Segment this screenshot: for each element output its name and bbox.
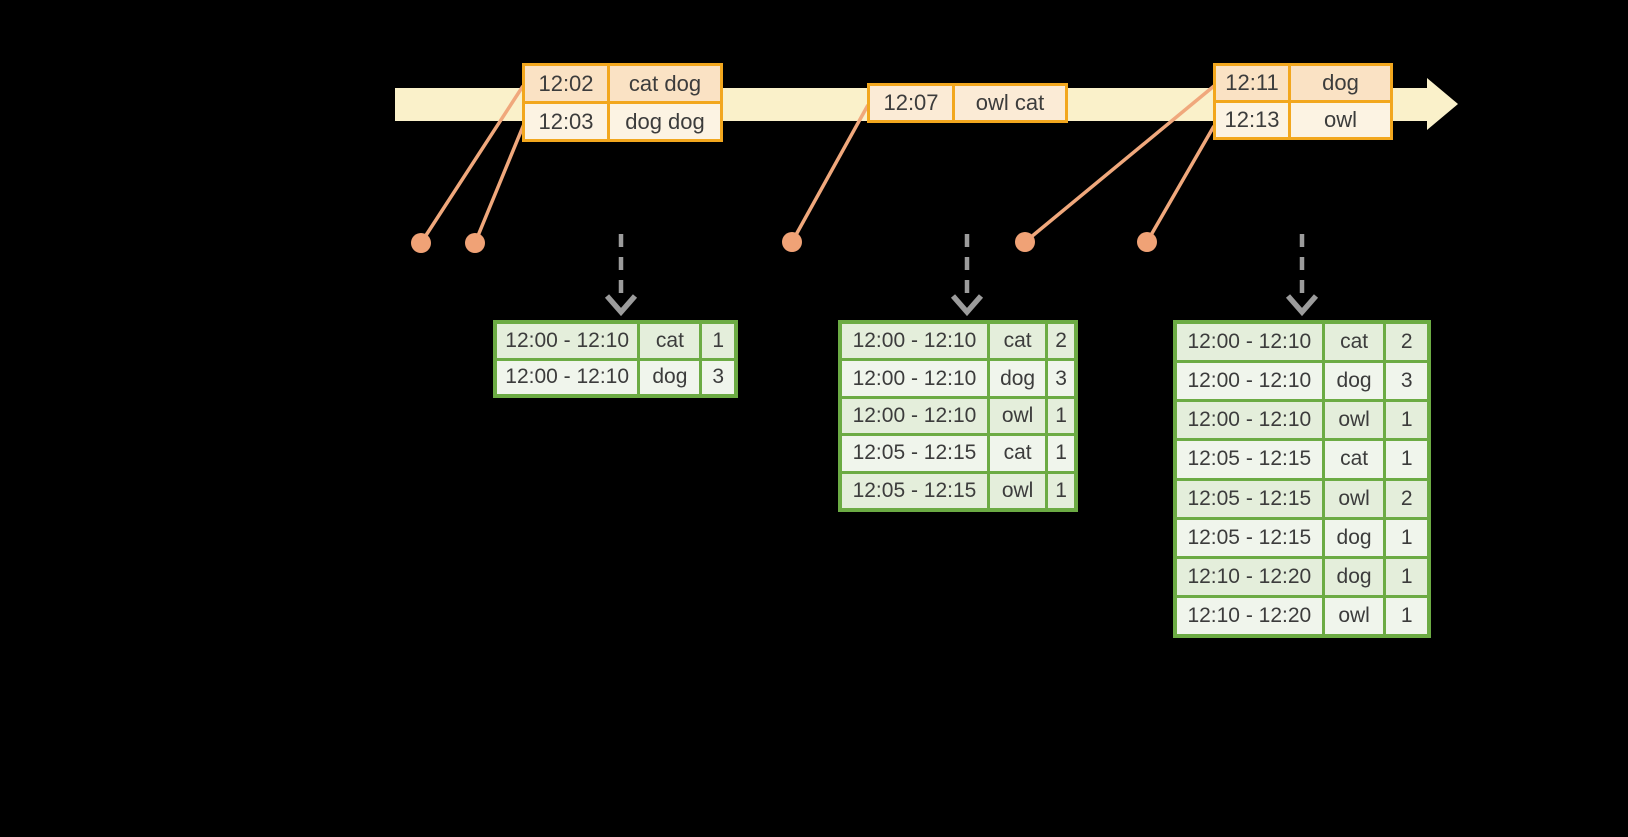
result-count-cell: 1 [1048, 473, 1074, 508]
event-table-3: 12:11 dog 12:13 owl [1213, 63, 1393, 140]
result-count-cell: 2 [1386, 324, 1427, 361]
result-word-cell: owl [989, 473, 1046, 508]
result-word-cell: dog [1324, 519, 1384, 556]
event-words-cell: owl cat [955, 86, 1065, 120]
timeline-arrowhead-icon [1427, 78, 1458, 130]
event-words-cell: cat dog [610, 66, 720, 101]
result-window-cell: 12:10 - 12:20 [1177, 558, 1322, 595]
result-count-cell: 3 [702, 360, 734, 394]
result-table-2: 12:00 - 12:10 cat 2 12:00 - 12:10 dog 3 … [838, 320, 1078, 512]
result-window-cell: 12:00 - 12:10 [842, 324, 987, 359]
result-word-cell: dog [1324, 558, 1384, 595]
result-count-cell: 1 [1386, 519, 1427, 556]
result-count-cell: 2 [1048, 324, 1074, 359]
trigger-down-arrow-icon [1285, 234, 1319, 317]
result-table-1: 12:00 - 12:10 cat 1 12:00 - 12:10 dog 3 [493, 320, 738, 398]
result-count-cell: 1 [1386, 402, 1427, 439]
result-word-cell: owl [1324, 480, 1384, 517]
event-dot-icon [465, 233, 485, 253]
event-time-cell: 12:11 [1216, 66, 1288, 100]
trigger-down-arrow-icon [950, 234, 984, 317]
result-table-3: 12:00 - 12:10 cat 2 12:00 - 12:10 dog 3 … [1173, 320, 1431, 638]
result-window-cell: 12:05 - 12:15 [842, 473, 987, 508]
result-count-cell: 1 [1048, 398, 1074, 434]
result-window-cell: 12:00 - 12:10 [1177, 402, 1322, 439]
event-connector-line [1023, 84, 1216, 244]
result-count-cell: 1 [1386, 558, 1427, 595]
result-word-cell: owl [1324, 402, 1384, 439]
result-word-cell: dog [640, 360, 700, 394]
result-count-cell: 1 [1386, 441, 1427, 478]
result-window-cell: 12:05 - 12:15 [842, 436, 987, 471]
result-window-cell: 12:05 - 12:15 [1177, 480, 1322, 517]
result-word-cell: dog [989, 361, 1046, 396]
event-dot-icon [782, 232, 802, 252]
result-word-cell: owl [989, 398, 1046, 434]
event-dot-icon [1015, 232, 1035, 252]
event-time-cell: 12:07 [870, 86, 952, 120]
result-window-cell: 12:00 - 12:10 [497, 324, 638, 358]
event-dot-icon [1137, 232, 1157, 252]
event-dot-icon [411, 233, 431, 253]
event-time-cell: 12:13 [1216, 103, 1288, 137]
trigger-down-arrow-icon [604, 234, 638, 317]
result-word-cell: cat [1324, 441, 1384, 478]
result-window-cell: 12:05 - 12:15 [1177, 519, 1322, 556]
event-table-2: 12:07 owl cat [867, 83, 1068, 123]
event-connector-line [473, 123, 526, 244]
result-word-cell: owl [1324, 597, 1384, 634]
event-words-cell: dog dog [610, 104, 720, 139]
result-count-cell: 1 [1048, 436, 1074, 471]
result-window-cell: 12:00 - 12:10 [497, 360, 638, 394]
result-word-cell: cat [1324, 324, 1384, 361]
result-word-cell: cat [640, 324, 700, 358]
event-connector-line [419, 85, 525, 244]
event-connector-line [790, 104, 870, 243]
result-word-cell: cat [989, 324, 1046, 359]
result-count-cell: 3 [1386, 363, 1427, 400]
result-count-cell: 3 [1048, 361, 1074, 396]
event-connector-line [1145, 125, 1216, 243]
result-window-cell: 12:05 - 12:15 [1177, 441, 1322, 478]
result-window-cell: 12:10 - 12:20 [1177, 597, 1322, 634]
result-word-cell: dog [1324, 363, 1384, 400]
result-window-cell: 12:00 - 12:10 [842, 398, 987, 434]
result-window-cell: 12:00 - 12:10 [842, 361, 987, 396]
event-time-cell: 12:02 [525, 66, 607, 101]
result-count-cell: 1 [1386, 597, 1427, 634]
result-count-cell: 1 [702, 324, 734, 358]
event-words-cell: owl [1291, 103, 1390, 137]
event-table-1: 12:02 cat dog 12:03 dog dog [522, 63, 723, 142]
event-words-cell: dog [1291, 66, 1390, 100]
event-time-cell: 12:03 [525, 104, 607, 139]
result-window-cell: 12:00 - 12:10 [1177, 324, 1322, 361]
result-count-cell: 2 [1386, 480, 1427, 517]
result-word-cell: cat [989, 436, 1046, 471]
result-window-cell: 12:00 - 12:10 [1177, 363, 1322, 400]
